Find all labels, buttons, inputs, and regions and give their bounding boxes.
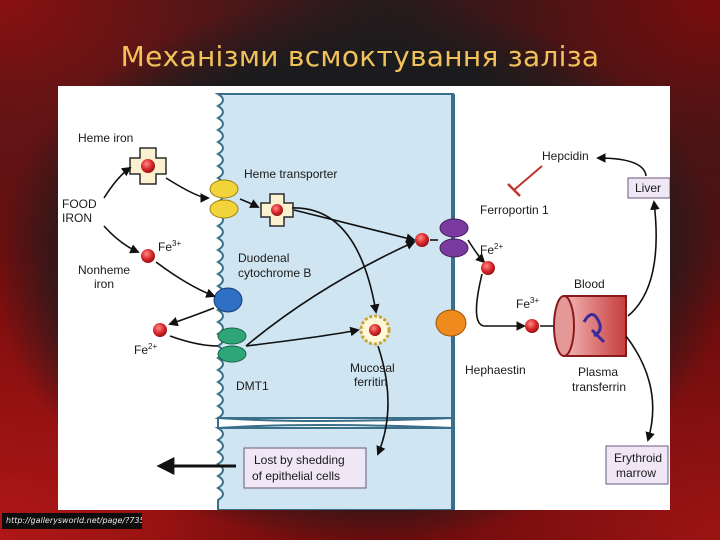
heme-transporter-label: Heme transporter	[244, 167, 337, 181]
heme-iron-label: Heme iron	[78, 131, 133, 145]
duodenal-label-2: cytochrome B	[238, 266, 311, 280]
duodenal-cytochrome-b-protein	[213, 287, 243, 313]
heme-transporter-protein	[209, 179, 239, 219]
fe3-iron-dot	[141, 249, 155, 263]
erythroid-marrow-box	[605, 445, 669, 485]
fe2-iron-dot	[153, 323, 167, 337]
slide-title: Механізми всмоктування заліза	[120, 40, 600, 73]
plasma-label-2: transferrin	[572, 380, 626, 394]
ferroportin-label: Ferroportin 1	[480, 203, 549, 217]
liver-box	[627, 177, 670, 199]
mucosal-label-2: ferritin	[354, 375, 387, 389]
fe3-right-iron-dot	[525, 319, 539, 333]
fe3-right-label: Fe3+	[516, 296, 539, 311]
dmt1-label: DMT1	[236, 379, 269, 393]
nonheme-label-1: Nonheme	[78, 263, 130, 277]
heme-inside-cell-icon	[260, 193, 294, 227]
fe3-label: Fe3+	[158, 239, 181, 254]
lost-label-1: Lost by shedding	[254, 453, 345, 467]
lost-label-2: of epithelial cells	[252, 469, 340, 483]
nonheme-label-2: iron	[94, 277, 114, 291]
duodenal-label-1: Duodenal	[238, 251, 289, 265]
enterocyte-cells	[214, 93, 455, 510]
fe2-label: Fe2+	[134, 342, 157, 357]
source-url: http://gallerysworld.net/page/?73524.htm…	[2, 513, 142, 529]
hephaestin-protein	[435, 309, 467, 337]
intracellular-iron-dot	[415, 233, 429, 247]
liver-label: Liver	[635, 181, 661, 195]
heme-iron-icon	[129, 147, 167, 185]
ferroportin-protein	[439, 218, 469, 258]
diagram-svg: Heme iron FOOD IRON Fe3+ Nonheme iron Fe…	[62, 93, 670, 510]
lost-shedding-box	[243, 447, 367, 489]
hepcidin-label: Hepcidin	[542, 149, 589, 163]
hephaestin-label: Hephaestin	[465, 363, 526, 377]
plasma-label-1: Plasma	[578, 365, 618, 379]
dmt1-protein	[217, 327, 247, 363]
mucosal-ferritin-icon	[359, 314, 391, 346]
erythroid-label-1: Erythroid	[614, 451, 662, 465]
blood-label: Blood	[574, 277, 605, 291]
erythroid-label-2: marrow	[616, 466, 656, 480]
fe2-right-label: Fe2+	[480, 242, 503, 257]
mucosal-label-1: Mucosal	[350, 361, 395, 375]
food-iron-label-2: IRON	[62, 211, 92, 225]
fe2-right-iron-dot	[481, 261, 495, 275]
iron-absorption-diagram: Heme iron FOOD IRON Fe3+ Nonheme iron Fe…	[58, 86, 670, 510]
food-iron-label-1: FOOD	[62, 197, 97, 211]
blood-vessel	[553, 295, 627, 357]
